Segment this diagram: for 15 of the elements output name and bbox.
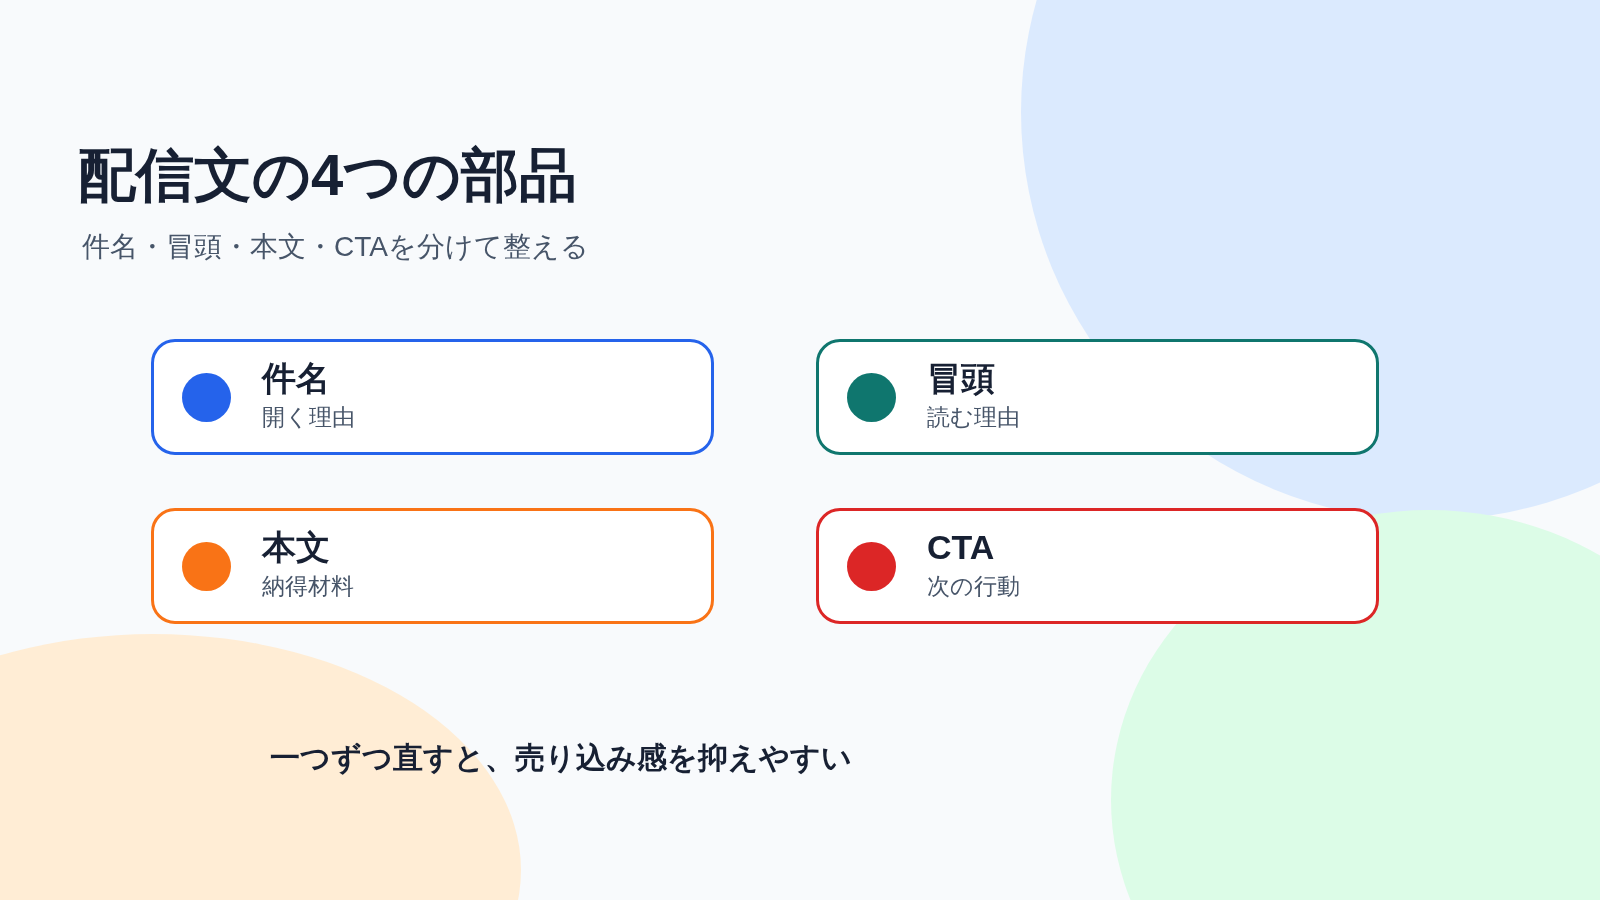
card-heading: 冒頭 (927, 358, 995, 399)
card-description: 次の行動 (927, 573, 1020, 601)
card-heading: 本文 (262, 527, 330, 568)
title: 配信文の4つの部品 (78, 141, 578, 209)
part-card (816, 339, 1379, 455)
card-description: 読む理由 (927, 404, 1020, 432)
footer-note: 一つずつ直すと、売り込み感を抑えやすい (270, 740, 852, 776)
card-heading: CTA (927, 527, 995, 568)
card-description: 開く理由 (262, 404, 355, 432)
part-card (151, 339, 714, 455)
part-card (816, 508, 1379, 624)
card-heading: 件名 (262, 358, 330, 399)
subtitle: 件名・冒頭・本文・CTAを分けて整える (82, 230, 589, 264)
part-card (151, 508, 714, 624)
card-description: 納得材料 (262, 573, 354, 601)
